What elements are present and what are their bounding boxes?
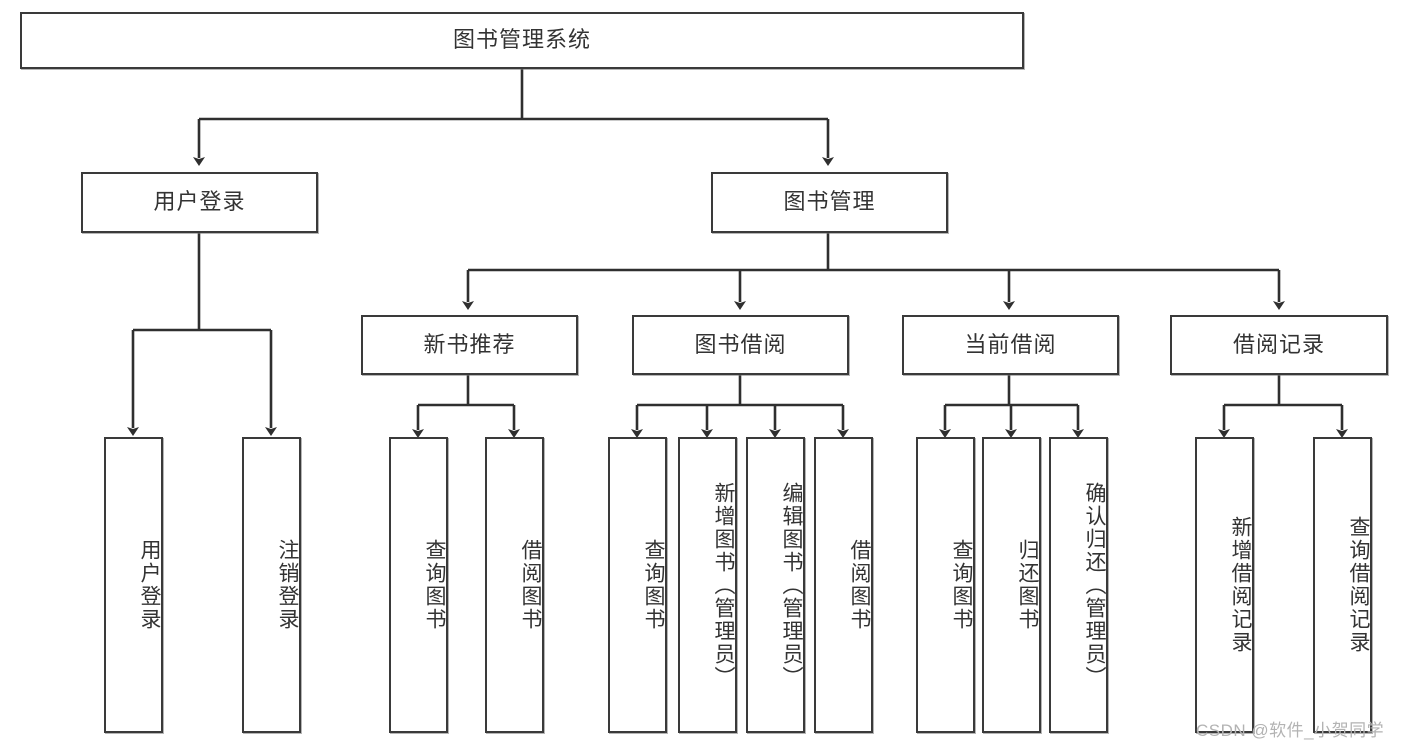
leaf-book-borrow-query[interactable]: 查询图书	[608, 437, 667, 733]
leaf-new-book-query[interactable]: 查询图书	[389, 437, 448, 733]
node-label: 图书管理系统	[452, 27, 591, 53]
leaf-book-borrow-borrow[interactable]: 借阅图书	[814, 437, 873, 733]
leaf-borrow-record-query[interactable]: 查询借阅记录	[1313, 437, 1372, 733]
node-book-management[interactable]: 图书管理	[711, 172, 948, 233]
node-label: 借阅图书	[519, 539, 542, 631]
node-borrow-record[interactable]: 借阅记录	[1170, 315, 1388, 375]
node-label: 图书管理	[783, 189, 876, 215]
watermark-csdn: CSDN @软件_小贺同学	[1196, 721, 1385, 740]
node-label: 确认归还（管理员）	[1083, 481, 1106, 689]
node-label: 查询图书	[642, 539, 665, 631]
leaf-new-book-borrow[interactable]: 借阅图书	[485, 437, 544, 733]
node-label: 归还图书	[1016, 539, 1039, 631]
leaf-borrow-record-add[interactable]: 新增借阅记录	[1195, 437, 1254, 733]
leaf-book-borrow-add[interactable]: 新增图书（管理员）	[678, 437, 737, 733]
node-label: 查询图书	[950, 539, 973, 631]
node-label: 用户登录	[153, 189, 246, 215]
leaf-current-borrow-query[interactable]: 查询图书	[916, 437, 975, 733]
leaf-book-borrow-edit[interactable]: 编辑图书（管理员）	[746, 437, 805, 733]
node-label: 编辑图书（管理员）	[780, 481, 803, 689]
leaf-current-borrow-return[interactable]: 归还图书	[982, 437, 1041, 733]
node-label: 借阅图书	[848, 539, 871, 631]
node-new-book-recommend[interactable]: 新书推荐	[361, 315, 578, 375]
node-label: 用户登录	[138, 539, 161, 631]
node-label: 当前借阅	[964, 331, 1057, 357]
node-book-borrow[interactable]: 图书借阅	[632, 315, 849, 375]
node-current-borrow[interactable]: 当前借阅	[902, 315, 1119, 375]
node-label: 图书借阅	[694, 331, 787, 357]
node-user-login[interactable]: 用户登录	[81, 172, 318, 233]
node-root-book-management-system[interactable]: 图书管理系统	[20, 12, 1024, 69]
leaf-current-borrow-confirm-return[interactable]: 确认归还（管理员）	[1049, 437, 1108, 733]
node-label: 查询图书	[423, 539, 446, 631]
leaf-user-login-login[interactable]: 用户登录	[104, 437, 163, 733]
node-label: 新书推荐	[423, 331, 516, 357]
node-label: 查询借阅记录	[1347, 516, 1370, 654]
node-label: 借阅记录	[1232, 331, 1325, 357]
leaf-user-login-logout[interactable]: 注销登录	[242, 437, 301, 733]
node-label: 新增图书（管理员）	[712, 481, 735, 689]
node-label: 注销登录	[276, 539, 299, 631]
node-label: 新增借阅记录	[1229, 516, 1252, 654]
